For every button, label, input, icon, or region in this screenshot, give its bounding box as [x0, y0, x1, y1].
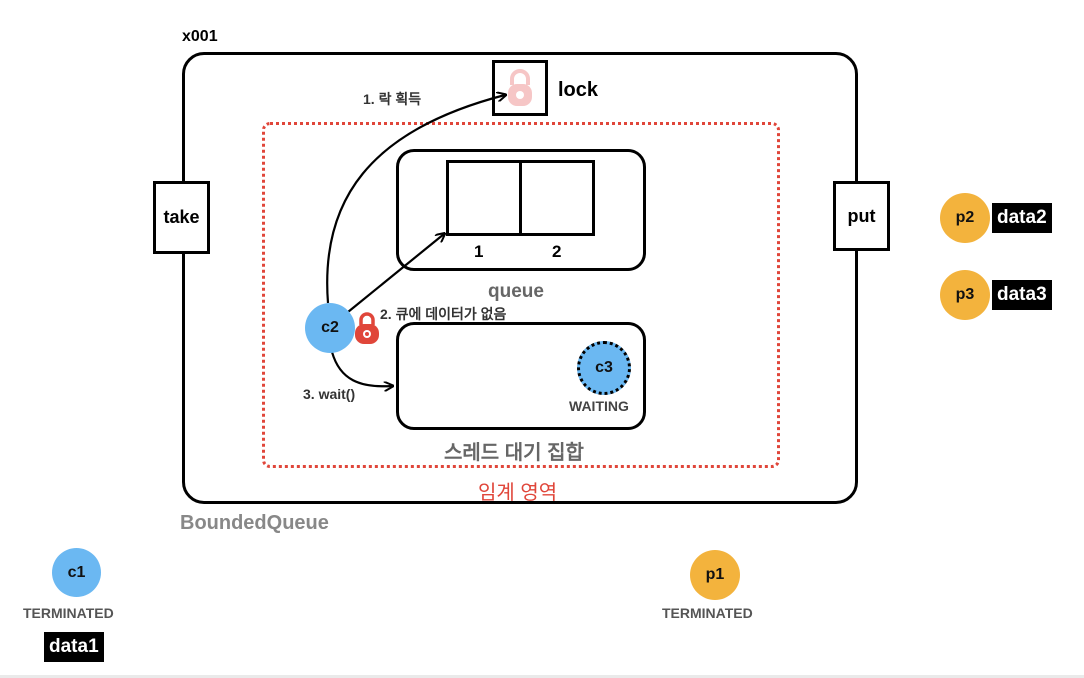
thread-c3-label: c3 — [595, 359, 613, 376]
bounded-queue-box — [182, 52, 858, 504]
arrow-acquire-lock — [326, 95, 505, 304]
queue-slot-2 — [519, 160, 595, 236]
p2-data-tag: data2 — [992, 203, 1052, 233]
thread-p2-label: p2 — [955, 209, 975, 226]
step-2-label: 2. 큐에 데이터가 없음 — [380, 306, 507, 322]
thread-c2-label: c2 — [321, 319, 339, 336]
bottom-divider — [0, 675, 1084, 678]
lock-box — [492, 60, 548, 116]
c1-data-tag: data1 — [44, 632, 104, 662]
step-3-label: 3. wait() — [303, 386, 356, 402]
lock-released-icon — [508, 69, 532, 106]
queue-slot-2-index: 2 — [552, 242, 562, 261]
step-1-label: 1. 락 획득 — [363, 91, 422, 107]
thread-p1-label: p1 — [705, 566, 725, 583]
wait-set-label: 스레드 대기 집합 — [444, 442, 584, 464]
thread-p3-label: p3 — [955, 286, 975, 303]
put-method-box: put — [833, 181, 890, 251]
take-method-box: take — [153, 181, 210, 254]
c1-status: TERMINATED — [23, 605, 114, 621]
put-label: put — [847, 205, 876, 226]
thread-c1: c1 — [52, 548, 101, 597]
lock-label: lock — [558, 79, 599, 101]
queue-slot-1-index: 1 — [474, 242, 484, 261]
thread-p1: p1 — [690, 550, 740, 600]
arrow-wait — [330, 351, 392, 386]
queue-slot-1 — [446, 160, 522, 236]
critical-region — [262, 122, 780, 468]
p3-data-tag: data3 — [992, 280, 1052, 310]
critical-region-label: 임계 영역 — [478, 482, 558, 504]
container-name: BoundedQueue — [180, 512, 329, 534]
thread-p2: p2 — [940, 193, 990, 243]
thread-c3: c3 — [577, 341, 631, 395]
queue-label: queue — [488, 281, 544, 302]
take-label: take — [163, 207, 200, 227]
thread-c1-label: c1 — [67, 563, 86, 581]
p1-status: TERMINATED — [662, 605, 753, 621]
arrow-check-queue — [347, 234, 444, 313]
wait-set-box — [396, 322, 646, 430]
thread-c2: c2 — [305, 303, 355, 353]
waiting-status: WAITING — [569, 398, 629, 414]
thread-p3: p3 — [940, 270, 990, 320]
lock-held-icon — [355, 312, 379, 344]
object-ref-label: x001 — [182, 28, 218, 45]
